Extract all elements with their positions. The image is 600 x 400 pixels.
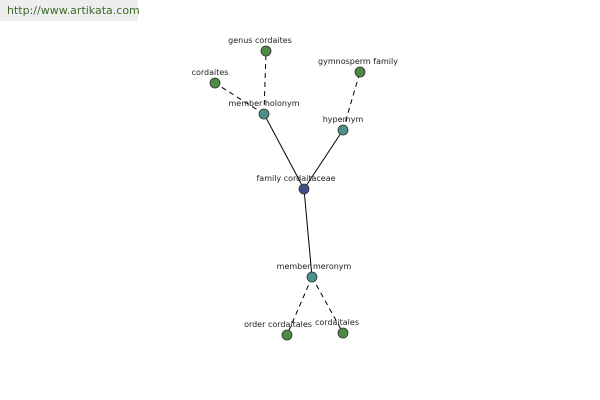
edge-center-member-holonym [263, 113, 305, 190]
label-gymnosperm-family: gymnosperm family [318, 57, 398, 66]
node-cordaitales[interactable] [337, 327, 349, 339]
node-genus-cordaites[interactable] [260, 45, 272, 57]
label-member-holonym: member holonym [228, 99, 299, 108]
node-cordaites[interactable] [209, 77, 221, 89]
node-gymnosperm-family[interactable] [354, 66, 366, 78]
label-family-cordaitaceae: family cordaitaceae [256, 174, 335, 183]
edge-member-meronym-cordaitales [311, 276, 344, 334]
label-cordaites: cordaites [192, 68, 229, 77]
edge-hypernym-gymnosperm-family [342, 71, 361, 131]
label-order-cordaitales: order cordaitales [244, 320, 312, 329]
edge-center-hypernym [303, 129, 344, 190]
site-url-link[interactable]: http://www.artikata.com [0, 0, 140, 21]
node-member-holonym[interactable] [258, 108, 270, 120]
node-hypernym[interactable] [337, 124, 349, 136]
edge-member-holonym-cordaites [214, 82, 265, 115]
node-family-cordaitaceae[interactable] [298, 183, 310, 195]
label-genus-cordaites: genus cordaites [228, 36, 292, 45]
label-cordaitales: cordaitales [315, 318, 359, 327]
label-hypernym: hypernym [323, 115, 364, 124]
node-member-meronym[interactable] [306, 271, 318, 283]
label-member-meronym: member meronym [277, 262, 352, 271]
node-order-cordaitales[interactable] [281, 329, 293, 341]
edge-member-meronym-order-cordaitales [286, 276, 313, 336]
edge-center-member-meronym [303, 188, 313, 278]
edge-member-holonym-genus-cordaites [263, 50, 267, 115]
